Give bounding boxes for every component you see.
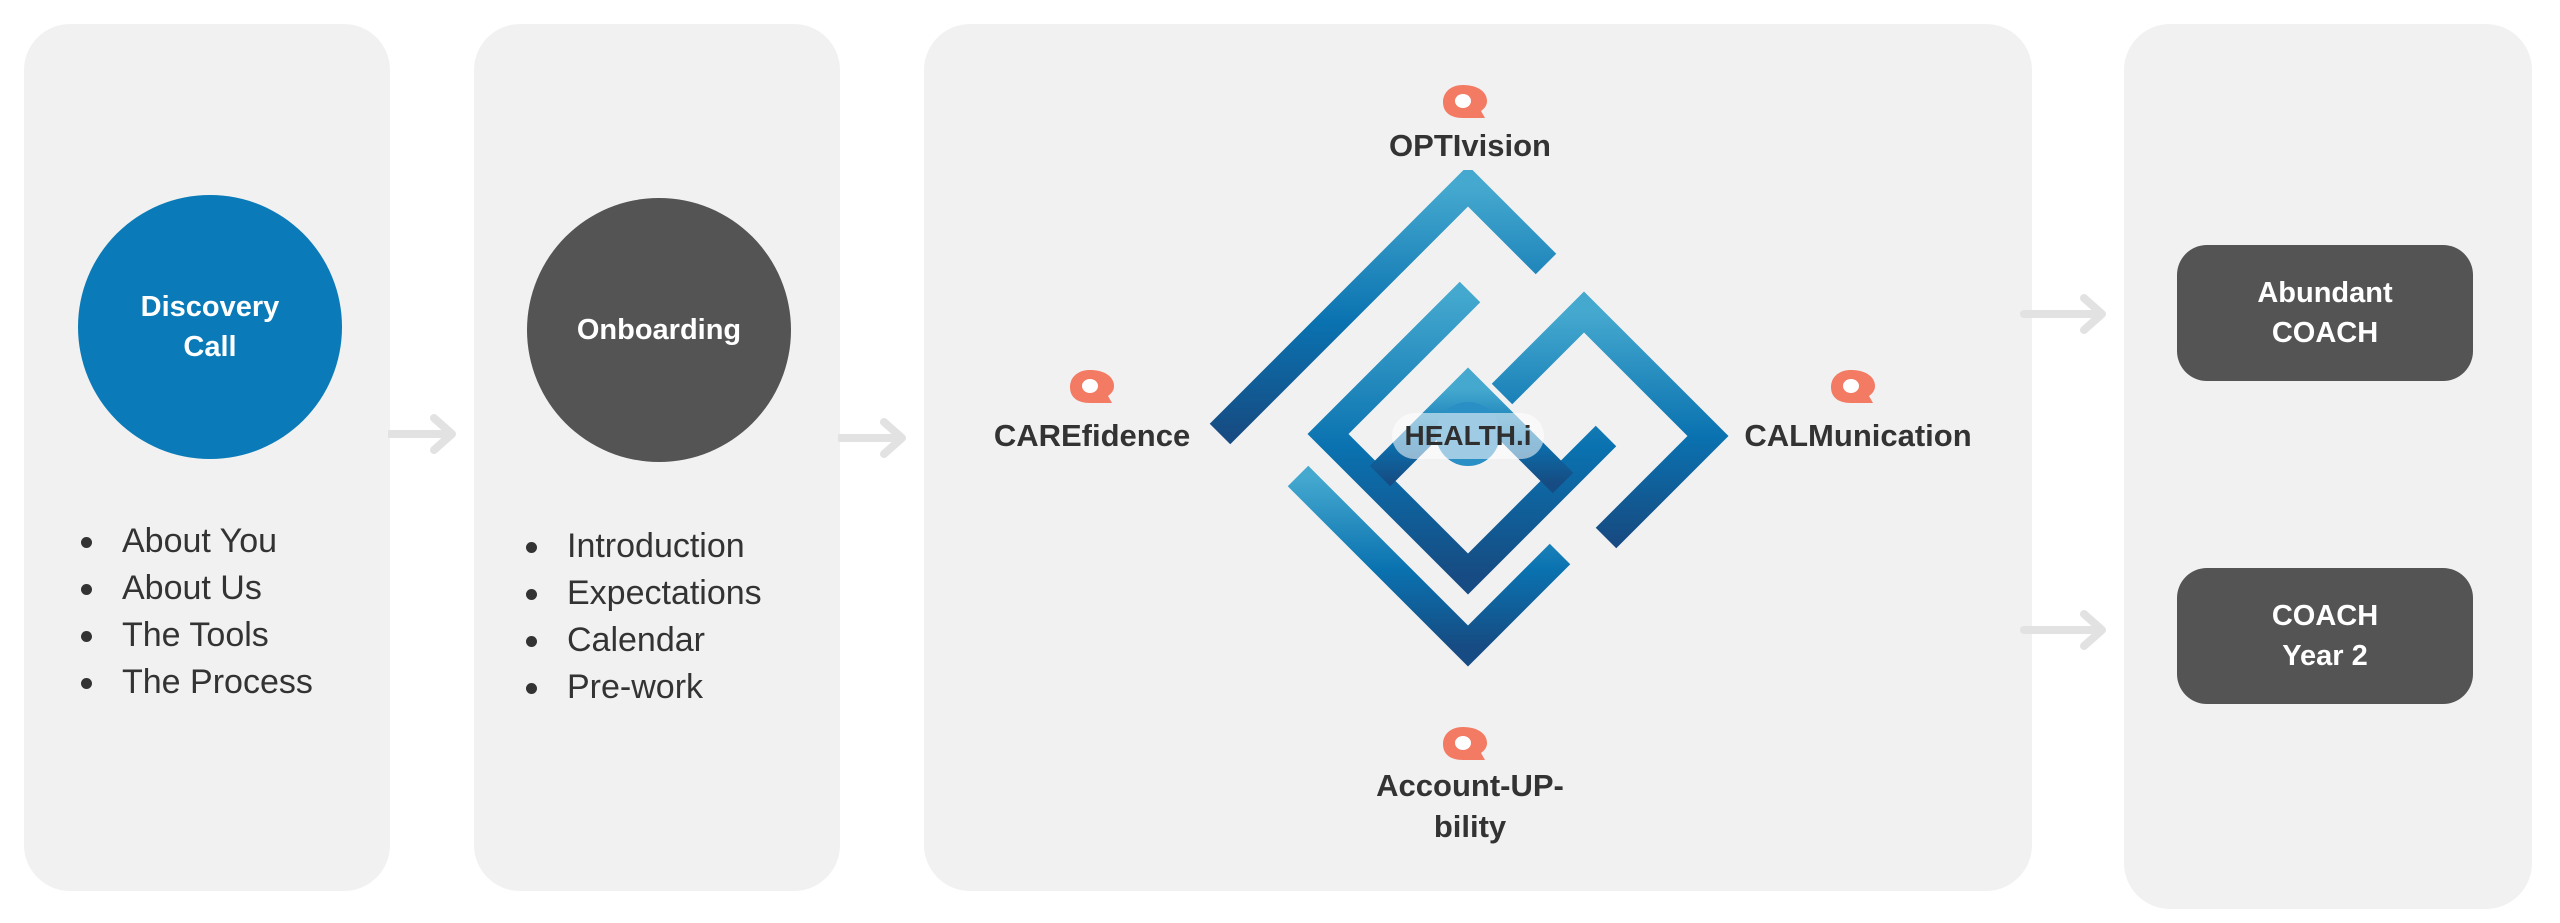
pillar-label-top: OPTIvision <box>1389 128 1551 163</box>
flow-arrow-icon <box>2020 610 2106 650</box>
list-item: Calendar <box>524 617 762 664</box>
q-logo-icon <box>1070 370 1114 403</box>
outcomes-panel <box>2124 24 2532 909</box>
q-logo-icon <box>1443 727 1487 760</box>
flow-arrow-icon <box>388 414 456 454</box>
list-item: The Tools <box>79 612 313 659</box>
q-logo-icon <box>1831 370 1875 403</box>
pillar-label-bottom: Account-UP- bility <box>1376 768 1564 844</box>
discovery-topic-list: About You About Us The Tools The Process <box>79 518 313 706</box>
list-item: About You <box>79 518 313 565</box>
list-item: Pre-work <box>524 664 762 711</box>
outcome-abundant-coach: Abundant COACH <box>2177 245 2473 381</box>
list-item: About Us <box>79 565 313 612</box>
onboarding-circle: Onboarding <box>527 198 791 462</box>
q-logo-icon <box>1443 85 1487 118</box>
list-item: Expectations <box>524 570 762 617</box>
outcome-coach-year-2: COACH Year 2 <box>2177 568 2473 704</box>
onboarding-topic-list: Introduction Expectations Calendar Pre-w… <box>524 523 762 711</box>
list-item: Introduction <box>524 523 762 570</box>
list-item: The Process <box>79 659 313 706</box>
pillar-label-right: CALMunication <box>1744 418 1972 453</box>
pillar-label-left: CAREfidence <box>993 418 1191 453</box>
discovery-call-circle: Discovery Call <box>78 195 342 459</box>
flow-arrow-icon <box>2020 294 2106 334</box>
flow-arrow-icon <box>838 418 906 458</box>
health-center-label: HEALTH.i <box>1392 413 1544 459</box>
